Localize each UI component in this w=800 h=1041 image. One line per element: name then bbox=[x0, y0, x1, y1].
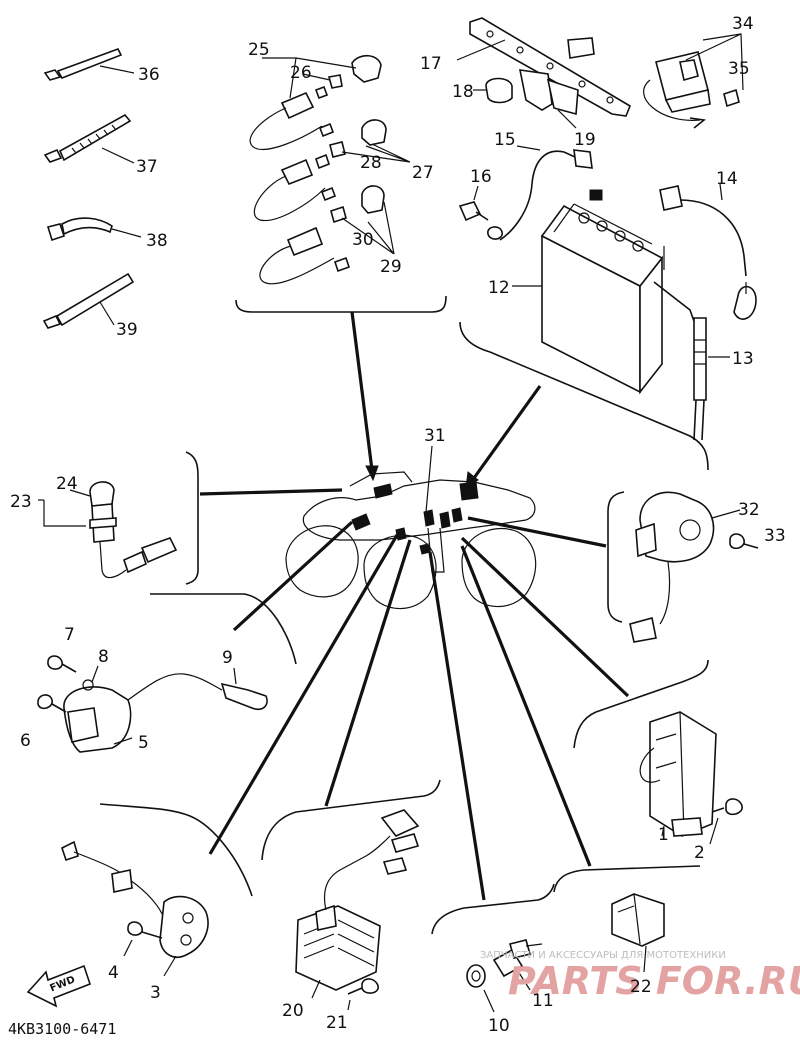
watermark-brand: PARTS FOR.RU bbox=[508, 959, 800, 1003]
callout-7: 7 bbox=[64, 625, 75, 645]
callout-3: 3 bbox=[150, 983, 161, 1003]
ignition-coil-5 bbox=[37, 655, 268, 753]
callout-14: 14 bbox=[716, 169, 738, 189]
cable-tie-36 bbox=[43, 48, 135, 81]
callout-11: 11 bbox=[532, 991, 554, 1011]
callout-23: 23 bbox=[10, 492, 32, 512]
callout-35: 35 bbox=[728, 59, 750, 79]
callout-24: 24 bbox=[56, 474, 78, 494]
callout-37: 37 bbox=[136, 157, 158, 177]
callout-30: 30 bbox=[352, 230, 374, 250]
control-unit-32 bbox=[629, 491, 759, 643]
lead-15 bbox=[487, 145, 593, 241]
lead-14 bbox=[659, 183, 757, 320]
callout-numbers: 1 2 3 4 5 6 7 8 9 10 11 12 13 14 15 16 1… bbox=[10, 14, 786, 1036]
pickup-coil-3 bbox=[61, 840, 209, 977]
callout-25: 25 bbox=[248, 40, 270, 60]
cable-tie-37 bbox=[43, 113, 135, 164]
leader-19 bbox=[557, 109, 577, 129]
callout-21: 21 bbox=[326, 1013, 348, 1033]
detail-boundaries bbox=[99, 295, 709, 935]
relay-34 bbox=[643, 33, 744, 129]
pointer-arrows bbox=[199, 311, 630, 901]
callout-39: 39 bbox=[116, 320, 138, 340]
callout-1: 1 bbox=[658, 825, 669, 845]
callout-26: 26 bbox=[290, 63, 312, 83]
callout-33: 33 bbox=[764, 526, 786, 546]
callout-34: 34 bbox=[732, 14, 754, 34]
callout-lines-25-30 bbox=[262, 57, 411, 255]
callout-17: 17 bbox=[420, 54, 442, 74]
breather-hose-13 bbox=[653, 281, 730, 441]
band-39 bbox=[42, 272, 135, 329]
callout-12: 12 bbox=[488, 278, 510, 298]
fwd-arrow-icon: FWD bbox=[26, 964, 91, 1008]
callout-2: 2 bbox=[694, 843, 705, 863]
lead-switch-group bbox=[249, 54, 387, 285]
callout-8: 8 bbox=[98, 647, 109, 667]
atv-silhouette bbox=[285, 445, 537, 610]
callout-9: 9 bbox=[222, 648, 233, 668]
callout-10: 10 bbox=[488, 1016, 510, 1036]
part-22 bbox=[611, 893, 665, 973]
callout-36: 36 bbox=[138, 65, 160, 85]
band-18 bbox=[473, 77, 513, 104]
callout-29: 29 bbox=[380, 257, 402, 277]
bracket-17 bbox=[456, 17, 631, 117]
callout-20: 20 bbox=[282, 1001, 304, 1021]
rectifier-20 bbox=[295, 809, 420, 1011]
callout-15: 15 bbox=[494, 130, 516, 150]
callout-22: 22 bbox=[630, 977, 652, 997]
watermark-small: ЗАПЧАСТИ И АКСЕССУАРЫ ДЛЯ МОТОТЕХНИКИ bbox=[480, 950, 726, 961]
band-38 bbox=[46, 217, 142, 242]
callout-4: 4 bbox=[108, 963, 119, 983]
switch-23 bbox=[38, 481, 178, 579]
callout-18: 18 bbox=[452, 82, 474, 102]
cdi-unit-1 bbox=[639, 711, 743, 845]
callout-31: 31 bbox=[424, 426, 446, 446]
callout-16: 16 bbox=[470, 167, 492, 187]
bolt-16 bbox=[458, 185, 489, 222]
callout-27: 27 bbox=[412, 163, 434, 183]
callout-38: 38 bbox=[146, 231, 168, 251]
callout-6: 6 bbox=[20, 731, 31, 751]
callout-32: 32 bbox=[738, 500, 760, 520]
callout-19: 19 bbox=[574, 130, 596, 150]
battery-12 bbox=[512, 189, 664, 395]
neutral-switch-11 bbox=[466, 939, 543, 1013]
callout-5: 5 bbox=[138, 733, 149, 753]
drawing-code: 4KB3100-6471 bbox=[8, 1020, 116, 1038]
callout-28: 28 bbox=[360, 153, 382, 173]
callout-13: 13 bbox=[732, 349, 754, 369]
